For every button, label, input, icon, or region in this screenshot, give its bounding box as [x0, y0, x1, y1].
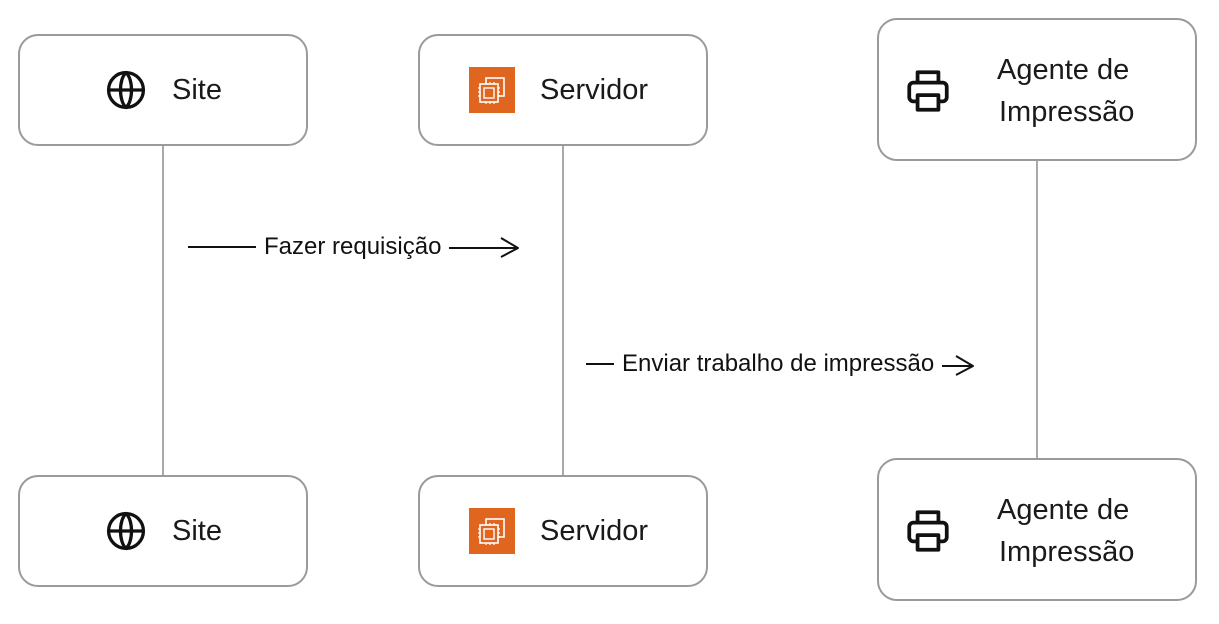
participant-agent-top: Agente de Impressão	[877, 18, 1197, 161]
arrow-right-icon	[449, 237, 520, 258]
participant-server-top: Servidor	[418, 34, 708, 146]
printer-icon	[907, 510, 949, 552]
participant-agent-bottom: Agente de Impressão	[877, 458, 1197, 601]
participant-label-line1: Agente de	[997, 494, 1130, 526]
participant-label-line2: Impressão	[999, 536, 1135, 568]
message-label: Enviar trabalho de impressão	[622, 350, 935, 377]
participant-label-line1: Agente de	[997, 54, 1130, 86]
participant-label: Site	[172, 515, 222, 547]
message-enviar-trabalho: Enviar trabalho de impressão	[586, 350, 976, 378]
arrow-right-icon	[942, 355, 975, 376]
participant-label: Servidor	[540, 515, 648, 547]
message-label: Fazer requisição	[264, 233, 442, 260]
participant-label-line2: Impressão	[999, 96, 1135, 128]
message-line	[586, 363, 614, 365]
globe-icon	[106, 70, 146, 110]
participant-site-top: Site	[18, 34, 308, 146]
lifeline-agent	[1036, 160, 1038, 460]
lifeline-site	[162, 145, 164, 477]
message-fazer-requisicao: Fazer requisição	[188, 233, 521, 261]
message-line	[188, 246, 256, 248]
aws-ec2-icon	[469, 67, 515, 113]
globe-icon	[106, 511, 146, 551]
lifeline-server	[562, 145, 564, 477]
participant-site-bottom: Site	[18, 475, 308, 587]
participant-label: Site	[172, 74, 222, 106]
participant-label: Servidor	[540, 74, 648, 106]
participant-server-bottom: Servidor	[418, 475, 708, 587]
aws-ec2-icon	[469, 508, 515, 554]
printer-icon	[907, 70, 949, 112]
